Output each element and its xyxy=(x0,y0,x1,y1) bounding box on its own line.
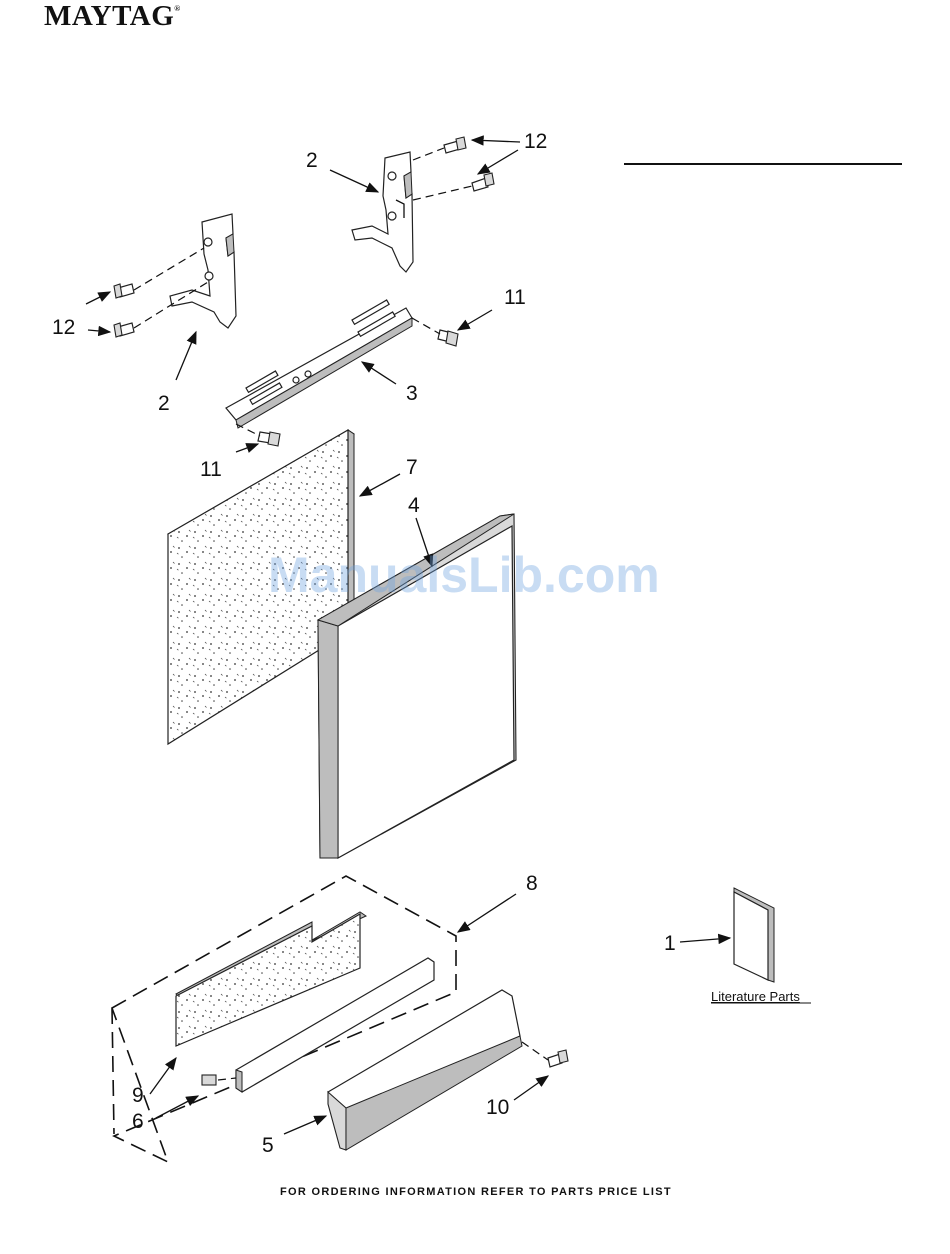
screw-12-upper-a xyxy=(444,137,466,153)
callout-8: 8 xyxy=(526,872,538,895)
mounting-bracket-right xyxy=(352,152,413,272)
footer-note: FOR ORDERING INFORMATION REFER TO PARTS … xyxy=(280,1186,672,1198)
callout-2-upper: 2 xyxy=(306,149,318,172)
literature-parts-label: Literature Parts xyxy=(711,989,800,1004)
support-rail xyxy=(226,300,412,428)
clip xyxy=(202,1075,216,1085)
screw-12-left-a xyxy=(114,284,134,298)
callout-12-upper: 12 xyxy=(524,130,547,153)
screw-10 xyxy=(548,1050,568,1067)
callout-12-left: 12 xyxy=(52,316,75,339)
screw-12-left-b xyxy=(114,323,134,337)
callout-7: 7 xyxy=(406,456,418,479)
callout-11-upper: 11 xyxy=(504,286,526,309)
callout-3: 3 xyxy=(406,382,418,405)
watermark: ManualsLib.com xyxy=(268,547,660,603)
callout-1: 1 xyxy=(664,932,676,955)
callout-11-lower: 11 xyxy=(200,458,222,481)
callout-4: 4 xyxy=(408,494,420,517)
screw-11-upper xyxy=(438,330,458,346)
literature-booklet xyxy=(734,888,774,982)
callout-9: 9 xyxy=(132,1084,144,1107)
callout-2-left: 2 xyxy=(158,392,170,415)
callout-6: 6 xyxy=(132,1110,144,1133)
screw-12-upper-b xyxy=(472,173,494,191)
callout-10: 10 xyxy=(486,1096,509,1119)
kit-group-outline xyxy=(112,876,456,1162)
callout-5: 5 xyxy=(262,1134,274,1157)
screw-11-lower xyxy=(258,432,280,446)
mounting-bracket-left xyxy=(170,214,236,328)
